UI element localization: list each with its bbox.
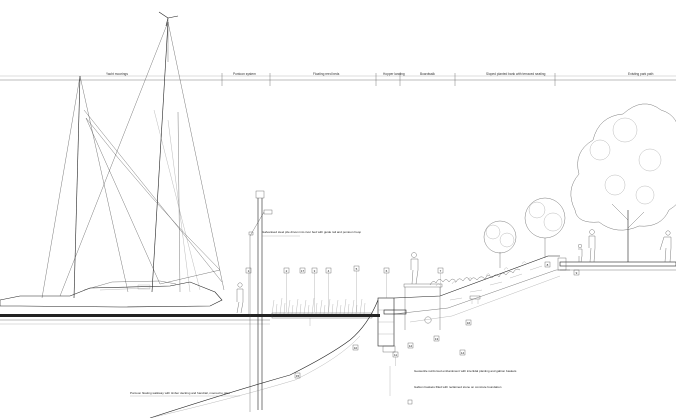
pontoon-deck xyxy=(0,314,380,317)
svg-text:2: 2 xyxy=(286,269,288,273)
svg-text:5: 5 xyxy=(356,267,358,271)
callout-marker: 10 xyxy=(352,344,359,351)
pile xyxy=(249,190,265,412)
zone-label-reedbeds: Floating reed beds xyxy=(313,72,340,76)
pontoon-system xyxy=(248,209,273,237)
sailboat-icon xyxy=(0,21,225,308)
tree-icon xyxy=(524,197,566,258)
person-icon xyxy=(578,244,583,263)
callout-marker: 13 xyxy=(433,335,440,342)
svg-text:11: 11 xyxy=(394,353,397,357)
svg-text:3: 3 xyxy=(314,269,316,273)
callout-marker: 9 xyxy=(573,269,580,276)
person-icon xyxy=(236,282,244,314)
svg-text:10: 10 xyxy=(354,346,358,350)
zone-label-bank: Sloped planted bank with terraced seatin… xyxy=(486,72,546,76)
svg-text:17: 17 xyxy=(301,269,305,273)
shrub-planting xyxy=(429,261,527,287)
river-bed xyxy=(149,299,379,418)
zone-label-moorings: Yacht moorings xyxy=(106,72,128,76)
park-path xyxy=(557,257,676,271)
callout-marker: 16 xyxy=(465,319,472,326)
waterline xyxy=(0,314,380,325)
note-left: Pontoon floating walkway with timber dec… xyxy=(130,391,230,395)
callout-marker: 8 xyxy=(544,261,551,268)
svg-text:16: 16 xyxy=(467,321,471,325)
svg-text:15: 15 xyxy=(296,374,300,378)
svg-text:1: 1 xyxy=(248,269,250,273)
annotations: Galvanised steel pile driven into river … xyxy=(130,230,517,405)
note-bottom-2: Gabion baskets filled with reclaimed sto… xyxy=(414,385,502,389)
person-icon xyxy=(410,252,419,285)
person-icon xyxy=(588,229,596,263)
zone-label-path: Existing park path xyxy=(628,72,654,76)
tree-icon xyxy=(483,220,517,268)
zone-header: Yacht moorings Pontoon system Floating r… xyxy=(0,72,676,86)
callout-marker: 15 xyxy=(294,372,301,379)
note-pile: Galvanised steel pile driven into river … xyxy=(262,230,361,234)
zone-label-boardwalk: Boardwalk xyxy=(420,72,435,76)
zone-label-pontoon: Pontoon system xyxy=(233,72,256,76)
bench-icon xyxy=(469,295,481,304)
tree-icon xyxy=(570,103,676,262)
zone-label-hopper: Hopper landing xyxy=(383,72,405,76)
person-icon xyxy=(659,230,672,263)
callout-marker: 14 xyxy=(459,349,466,356)
svg-text:14: 14 xyxy=(461,351,465,355)
svg-text:13: 13 xyxy=(435,337,439,341)
gabion-wall xyxy=(377,297,396,353)
callout-markers: 1 2 3 4 5 6 7 8 9 10 11 12 13 14 15 16 1… xyxy=(245,261,580,379)
svg-text:8: 8 xyxy=(547,263,549,267)
svg-text:4: 4 xyxy=(328,269,330,273)
svg-text:6: 6 xyxy=(386,269,388,273)
svg-text:9: 9 xyxy=(576,271,578,275)
reed-beds xyxy=(271,297,373,326)
svg-text:7: 7 xyxy=(440,269,442,273)
callout-marker: 17 xyxy=(299,267,306,274)
note-bottom-1: Geotextile reinforced embankment with in… xyxy=(414,369,517,373)
svg-text:12: 12 xyxy=(409,344,413,348)
callout-marker: 12 xyxy=(407,342,414,349)
